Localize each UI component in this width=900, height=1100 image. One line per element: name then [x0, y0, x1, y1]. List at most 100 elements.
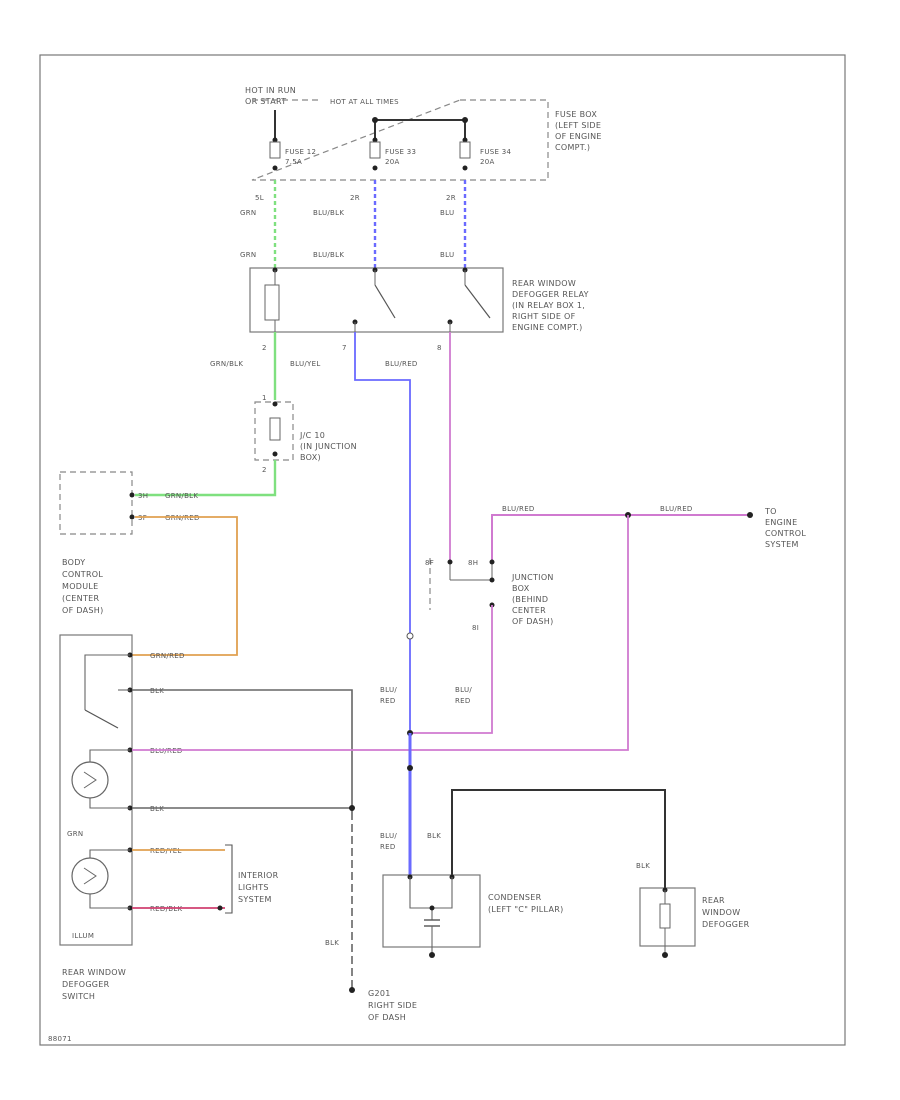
svg-text:(IN JUNCTION: (IN JUNCTION [300, 442, 357, 451]
svg-text:RED: RED [380, 843, 396, 851]
svg-text:SYSTEM: SYSTEM [238, 895, 272, 904]
svg-text:(LEFT SIDE: (LEFT SIDE [555, 121, 601, 130]
fuse-to-relay-wires: 5L 2R 2R GRN BLU/BLK BLU GRN BLU/BLK BLU [240, 180, 467, 270]
svg-text:BLU/RED: BLU/RED [502, 505, 535, 513]
svg-text:CONTROL: CONTROL [62, 570, 103, 579]
svg-text:WINDOW: WINDOW [702, 908, 740, 917]
defogger-relay: REAR WINDOW DEFOGGER RELAY (IN RELAY BOX… [249, 267, 589, 333]
svg-text:3H: 3H [138, 492, 148, 500]
svg-text:BLU: BLU [440, 209, 454, 217]
defogger-switch-label: REAR WINDOW [62, 968, 126, 977]
svg-text:BLK: BLK [150, 687, 164, 695]
svg-text:8H: 8H [468, 559, 478, 567]
wire-grn-3 [135, 460, 277, 497]
condenser-feed: BLU/ RED BLU/ RED BLU/ RED BLK [380, 686, 666, 888]
indicator-lamp-icon [71, 761, 109, 799]
fuse-34-icon [459, 141, 471, 159]
svg-text:GRN: GRN [240, 251, 256, 259]
svg-text:GRN/RED: GRN/RED [150, 652, 185, 660]
svg-text:OF DASH): OF DASH) [512, 617, 554, 626]
fuse-33-label: FUSE 33 [385, 148, 416, 156]
jc10-label: J/C 10 [299, 431, 325, 440]
svg-text:2: 2 [262, 466, 267, 474]
relay-output-wires: 2 7 8 GRN/BLK BLU/YEL BLU/RED [210, 332, 451, 730]
svg-text:GRN/BLK: GRN/BLK [165, 492, 198, 500]
svg-text:BLU/BLK: BLU/BLK [313, 251, 344, 259]
svg-text:7.5A: 7.5A [285, 158, 302, 166]
or-start-label: OR START [245, 97, 286, 106]
svg-text:GRN/BLK: GRN/BLK [210, 360, 243, 368]
svg-text:(LEFT "C" PILLAR): (LEFT "C" PILLAR) [488, 905, 564, 914]
defogger-switch: GRN/RED BLK BLU/RED BLK GRN RED/YEL RED/… [59, 634, 185, 1001]
svg-text:LIGHTS: LIGHTS [238, 883, 269, 892]
junction-connector-10: 1 2 J/C 10 (IN JUNCTION BOX) [135, 394, 357, 497]
fuse-12-label: FUSE 12 [285, 148, 316, 156]
relay-switch-a-icon [374, 284, 396, 319]
svg-text:DEFOGGER RELAY: DEFOGGER RELAY [512, 290, 589, 299]
svg-text:BLU/: BLU/ [455, 686, 472, 694]
svg-text:RED/BLK: RED/BLK [150, 905, 183, 913]
heater-grid-icon [659, 903, 671, 929]
defogger-label: REAR [702, 896, 725, 905]
condenser: CONDENSER (LEFT "C" PILLAR) [382, 874, 564, 958]
wire-org-1 [130, 516, 238, 656]
svg-text:RIGHT SIDE: RIGHT SIDE [368, 1001, 417, 1010]
hot-at-all-times-label: HOT AT ALL TIMES [330, 98, 399, 106]
svg-text:(BEHIND: (BEHIND [512, 595, 548, 604]
svg-text:BLU/YEL: BLU/YEL [290, 360, 321, 368]
svg-text:DEFOGGER: DEFOGGER [702, 920, 750, 929]
rear-window-defogger: BLK REAR WINDOW DEFOGGER [636, 862, 750, 958]
svg-text:COMPT.): COMPT.) [555, 143, 590, 152]
svg-text:20A: 20A [480, 158, 495, 166]
body-control-module: 3H 3F GRN/BLK GRN/RED BODY CONTROL MODUL… [59, 471, 238, 656]
svg-text:2R: 2R [350, 194, 360, 202]
svg-text:GRN: GRN [67, 830, 83, 838]
svg-text:BLK: BLK [427, 832, 441, 840]
fuse-12-icon [269, 141, 281, 159]
illum-lamp-icon [71, 857, 109, 895]
ground-label: G201 [368, 989, 391, 998]
switch-wires: INTERIOR LIGHTS SYSTEM BLK G201 RIGHT SI… [132, 515, 629, 1022]
svg-text:7: 7 [342, 344, 347, 352]
svg-text:RED/YEL: RED/YEL [150, 847, 182, 855]
svg-text:BLU/RED: BLU/RED [385, 360, 418, 368]
svg-text:(CENTER: (CENTER [62, 594, 99, 603]
svg-text:ENGINE: ENGINE [765, 518, 797, 527]
svg-text:BLK: BLK [150, 805, 164, 813]
svg-text:2: 2 [262, 344, 267, 352]
svg-text:1: 1 [262, 394, 267, 402]
hot-in-run-label: HOT IN RUN [245, 86, 296, 95]
svg-text:ENGINE COMPT.): ENGINE COMPT.) [512, 323, 583, 332]
bcm-label: BODY [62, 558, 85, 567]
engine-control-wire: BLU/RED BLU/RED TO ENGINE CONTROL SYSTEM [491, 505, 806, 560]
wire-vio-2 [491, 514, 750, 560]
svg-text:GRN: GRN [240, 209, 256, 217]
illum-label: ILLUM [72, 932, 94, 940]
svg-text:BLU/RED: BLU/RED [150, 747, 183, 755]
svg-text:8: 8 [437, 344, 442, 352]
switch-contact-icon [84, 709, 119, 729]
svg-text:SYSTEM: SYSTEM [765, 540, 799, 549]
junction-box: 8F 8H 8I JUNCTION BOX (BEHIND CENTER OF … [406, 558, 554, 734]
wire-vio-4 [132, 515, 629, 751]
svg-text:BLU/BLK: BLU/BLK [313, 209, 344, 217]
svg-text:BOX: BOX [512, 584, 530, 593]
svg-text:SWITCH: SWITCH [62, 992, 95, 1001]
svg-text:20A: 20A [385, 158, 400, 166]
svg-text:BOX): BOX) [300, 453, 321, 462]
svg-text:BLU/RED: BLU/RED [660, 505, 693, 513]
svg-text:3F: 3F [138, 514, 147, 522]
junction-box-label: JUNCTION [511, 573, 554, 582]
svg-text:GRN/RED: GRN/RED [165, 514, 200, 522]
diagram-frame [39, 54, 846, 1046]
condenser-label: CONDENSER [488, 893, 542, 902]
wire-blu-3 [354, 332, 411, 730]
svg-text:BLK: BLK [636, 862, 650, 870]
svg-text:RIGHT SIDE OF: RIGHT SIDE OF [512, 312, 576, 321]
svg-text:RED: RED [380, 697, 396, 705]
svg-text:DEFOGGER: DEFOGGER [62, 980, 110, 989]
svg-text:RED: RED [455, 697, 471, 705]
relay-label: REAR WINDOW [512, 279, 576, 288]
interior-lights-label: INTERIOR [238, 871, 279, 880]
svg-text:BLU/: BLU/ [380, 686, 397, 694]
